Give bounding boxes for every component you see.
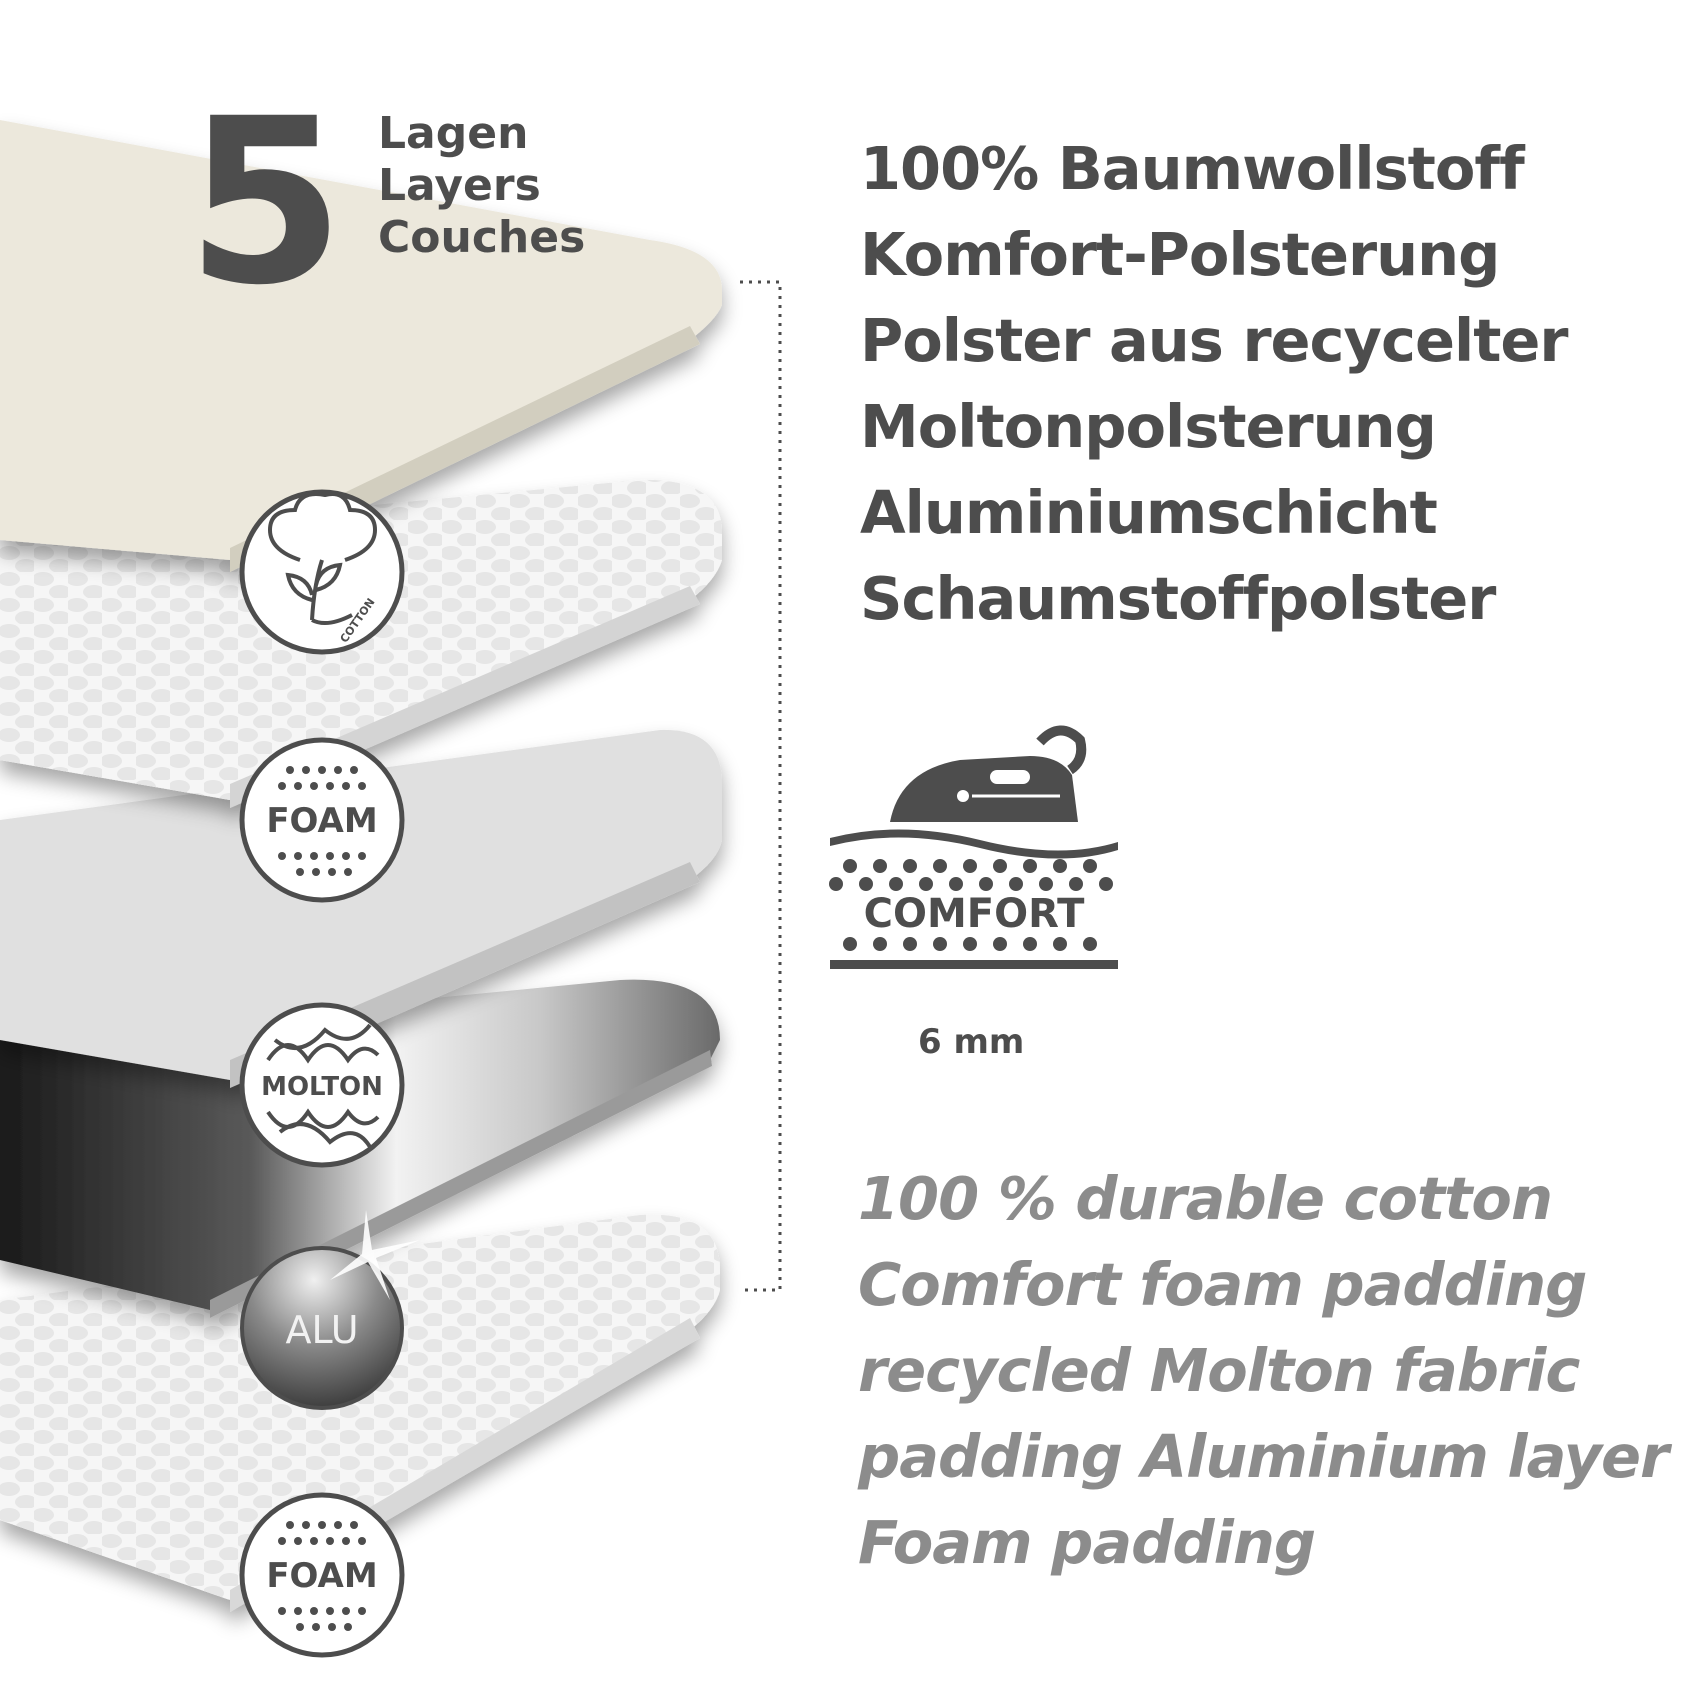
alu-sparkle-icon: [330, 1210, 420, 1300]
comfort-thickness: 6 mm: [918, 1022, 1025, 1062]
alu-badge: [240, 1210, 420, 1410]
layer-de-item: Moltonpolsterung: [860, 392, 1437, 461]
foam-badge-bottom: [239, 1492, 405, 1658]
layer-de-item: Aluminiumschicht: [860, 478, 1438, 547]
iron-icon: [890, 725, 1087, 822]
foam-badge-top-label: FOAM: [266, 801, 378, 841]
alu-badge-label: ALU: [285, 1308, 359, 1352]
layers-list-en: 100 % durable cotton Comfort foam paddin…: [858, 1156, 1669, 1586]
layer-count-words: Lagen Layers Couches: [378, 108, 585, 264]
heading-word-fr: Couches: [378, 212, 586, 263]
foam-badge-bottom-label: FOAM: [266, 1556, 378, 1596]
heading-word-en: Layers: [378, 160, 541, 211]
layer-count: 5: [186, 69, 345, 335]
layer-en-item: padding Aluminium layer: [858, 1422, 1669, 1491]
heading-word-de: Lagen: [378, 108, 529, 159]
layer-de-item: Schaumstoffpolster: [860, 564, 1496, 633]
layer-de-item: Polster aus recycelter: [860, 306, 1569, 375]
molton-badge: [239, 1002, 405, 1168]
layer-en-item: recycled Molton fabric: [858, 1336, 1580, 1405]
molton-badge-label: MOLTON: [261, 1072, 383, 1102]
foam-badge-top: [239, 737, 405, 903]
cotton-badge: [239, 489, 405, 655]
foam-dots-icon: [278, 766, 366, 876]
molton-fiber-icon: [266, 1023, 380, 1149]
layers-list-de: 100% Baumwollstoff Komfort-Polsterung Po…: [860, 126, 1569, 642]
layer-de-item: 100% Baumwollstoff: [860, 134, 1525, 203]
layer-en-item: Foam padding: [858, 1508, 1316, 1577]
cotton-plant-icon: [267, 492, 378, 626]
comfort-label: COMFORT: [863, 891, 1085, 937]
layer-en-item: 100 % durable cotton: [858, 1164, 1553, 1233]
layer-en-item: Comfort foam padding: [858, 1250, 1587, 1319]
layer-bracket: [740, 280, 782, 1292]
layer-de-item: Komfort-Polsterung: [860, 220, 1500, 289]
comfort-padding-icon: [829, 829, 1118, 969]
